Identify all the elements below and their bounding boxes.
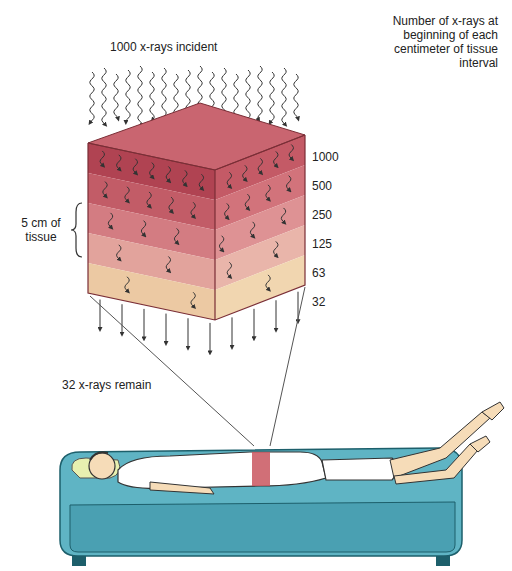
xray-wave [243, 165, 247, 180]
bracket [71, 203, 82, 257]
xray-wave [227, 262, 231, 277]
tissue-band [215, 255, 305, 320]
raised-leg [390, 412, 490, 478]
result-label: 32 x-rays remain [62, 378, 172, 392]
xray-wave [258, 158, 262, 173]
irradiated-band [252, 452, 270, 486]
xray-wave [90, 72, 94, 123]
xray-wave [141, 221, 145, 236]
count-number: 63 [312, 266, 352, 280]
xray-wave [150, 72, 154, 120]
count-number: 1000 [312, 150, 352, 164]
cube-edges [88, 135, 305, 320]
xray-wave [258, 66, 262, 120]
projection-line [90, 296, 254, 446]
couch-leg [72, 556, 86, 566]
count-number: 250 [312, 208, 352, 222]
xray-wave [250, 222, 254, 237]
incident-label: 1000 x-rays incident [108, 40, 252, 54]
hair [90, 452, 108, 460]
xray-wave [225, 203, 229, 218]
xray-arrow [210, 323, 211, 353]
xray-arrow [100, 300, 101, 330]
xray-wave [274, 241, 278, 256]
xray-wave [102, 68, 106, 125]
xray-wave [108, 213, 112, 228]
xray-wave [117, 155, 121, 170]
xray-wave [227, 172, 231, 187]
xray-wave [294, 74, 298, 119]
xray-wave [103, 182, 107, 197]
foot [470, 436, 490, 452]
xray-wave [266, 185, 270, 200]
xray-wave [274, 151, 278, 166]
xray-wave [245, 194, 249, 209]
count-number: 500 [312, 179, 352, 193]
xray-arrow [254, 309, 255, 339]
xray-wave [191, 202, 195, 217]
leg [394, 444, 478, 484]
xray-wave [282, 68, 286, 125]
couch-leg [436, 556, 450, 566]
xray-arrow [276, 300, 277, 330]
xray-wave [117, 245, 121, 260]
xray-arrow [122, 304, 123, 334]
xray-wave [183, 170, 187, 185]
xray-wave [174, 228, 178, 243]
xray-wave [266, 275, 270, 290]
xray-wave [191, 292, 195, 307]
xray-wave [100, 151, 104, 166]
head [89, 453, 115, 479]
xray-wave [166, 166, 170, 181]
shorts [322, 458, 397, 480]
xray-arrow [188, 318, 189, 348]
foot [482, 402, 504, 420]
tissue-cube [88, 103, 305, 320]
xray-wave [125, 277, 129, 292]
patient-on-couch [60, 287, 504, 566]
projection-line [270, 287, 305, 446]
xray-arrow [144, 309, 145, 339]
xray-wave [114, 74, 118, 119]
cube-top [88, 103, 305, 170]
xray-wave [147, 192, 151, 207]
shirt [118, 452, 326, 488]
xray-wave [162, 68, 166, 122]
count-number: 32 [312, 295, 352, 309]
xray-wave [169, 197, 173, 212]
xray-wave [166, 256, 170, 271]
count-number: 125 [312, 237, 352, 251]
xray-wave [125, 187, 129, 202]
xray-wave [126, 70, 130, 123]
xray-arrow [232, 317, 233, 347]
xray-wave [286, 176, 290, 191]
dimension-label: 5 cm of tissue [12, 216, 70, 244]
xray-wave [150, 163, 154, 178]
xray-wave [133, 159, 137, 174]
xray-wave [281, 208, 285, 223]
couch-base [70, 502, 455, 552]
xray-wave [270, 72, 274, 123]
arm [150, 482, 214, 494]
xray-wave [289, 144, 293, 159]
column-heading: Number of x-rays at beginning of each ce… [382, 14, 498, 70]
xray-wave [219, 236, 223, 251]
xray-wave [138, 66, 142, 126]
xray-arrow [166, 314, 167, 344]
exiting-xrays [100, 292, 298, 353]
xray-wave [199, 174, 203, 189]
